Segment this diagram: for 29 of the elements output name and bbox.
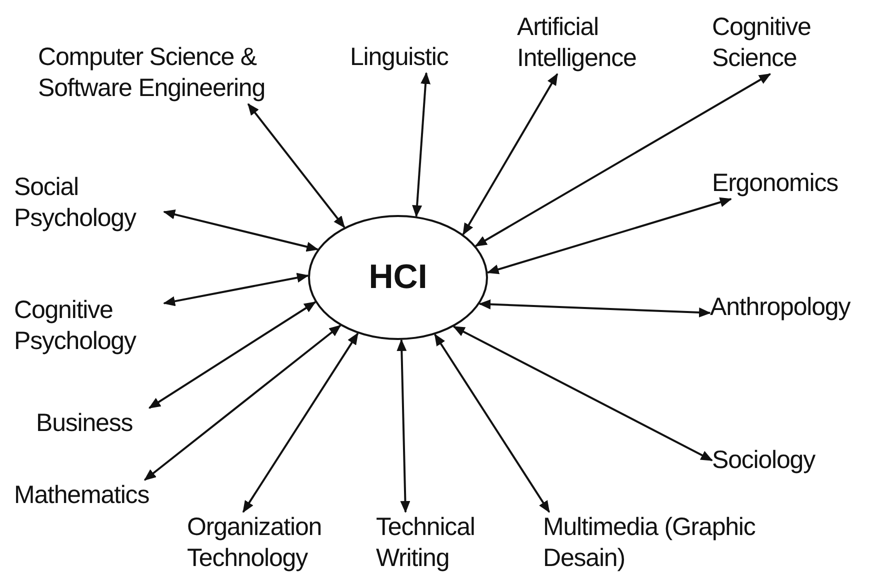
double-arrow: [247, 103, 346, 228]
double-arrow: [242, 332, 359, 513]
discipline-label: Cognitive Psychology: [14, 295, 164, 357]
discipline-label: Sociology: [712, 445, 832, 476]
double-arrow: [412, 72, 431, 218]
double-arrow: [452, 326, 713, 462]
double-arrow: [396, 339, 410, 513]
discipline-label: Artificial Intelligence: [517, 12, 667, 74]
double-arrow: [478, 299, 711, 318]
discipline-label: Computer Science & Software Engineering: [38, 42, 308, 104]
node-label: HCI: [368, 258, 428, 297]
discipline-label: Social Psychology: [14, 172, 164, 234]
double-arrow: [486, 197, 732, 274]
double-arrow: [462, 73, 558, 236]
double-arrow: [163, 210, 319, 252]
discipline-label: Linguistic: [350, 42, 475, 73]
discipline-label: Ergonomics: [712, 168, 862, 199]
double-arrow: [148, 301, 316, 409]
double-arrow: [163, 272, 309, 306]
discipline-label: Cognitive Science: [712, 12, 832, 74]
discipline-label: Mathematics: [14, 480, 174, 511]
discipline-label: Organization Technology: [187, 512, 347, 574]
discipline-label: Multimedia (Graphic Desain): [543, 512, 758, 574]
double-arrow: [474, 73, 772, 247]
double-arrow: [434, 334, 550, 513]
discipline-label: Technical Writing: [376, 512, 506, 574]
double-arrow: [144, 324, 342, 481]
discipline-label: Business: [36, 408, 156, 439]
discipline-label: Anthropology: [710, 292, 875, 323]
